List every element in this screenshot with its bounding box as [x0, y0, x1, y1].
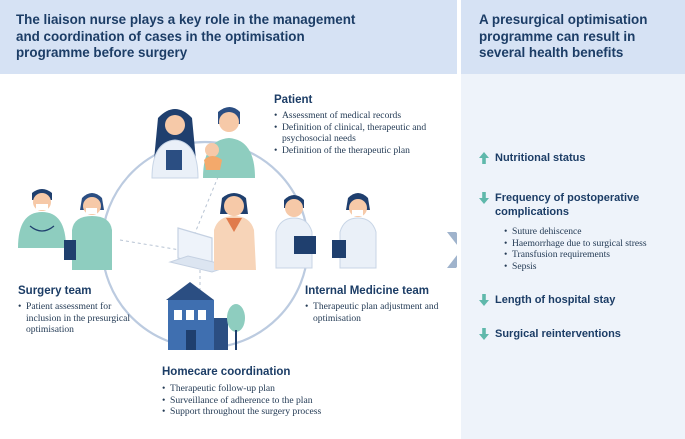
- homecare-list: Therapeutic follow-up plan Surveillance …: [162, 383, 362, 418]
- list-item: Haemorrhage due to surgical stress: [504, 238, 674, 250]
- arrow-down-icon: [479, 328, 489, 340]
- arrow-down-icon: [479, 294, 489, 306]
- benefit-postoperative-complications: Frequency of postoperative complications: [479, 191, 669, 219]
- arrow-down-icon: [479, 192, 489, 204]
- list-item: Support throughout the surgery process: [162, 406, 362, 418]
- list-item: Therapeutic plan adjustment and optimisa…: [305, 301, 445, 324]
- patient-list: Assessment of medical records Definition…: [274, 110, 439, 156]
- benefit-length-of-stay: Length of hospital stay: [479, 293, 669, 307]
- list-item: Definition of clinical, therapeutic and …: [274, 122, 439, 145]
- care-cycle-illustration: [18, 107, 457, 350]
- transition-arrow: [447, 232, 457, 268]
- list-item: Therapeutic follow-up plan: [162, 383, 362, 395]
- list-item: Sepsis: [504, 261, 674, 273]
- complications-list: Suture dehiscence Haemorrhage due to sur…: [504, 226, 674, 272]
- homecare-title: Homecare coordination: [162, 366, 291, 378]
- surgery-team-list: Patient assessment for inclusion in the …: [18, 301, 148, 336]
- surgery-team-title: Surgery team: [18, 285, 92, 297]
- list-item: Surveillance of adherence to the plan: [162, 395, 362, 407]
- list-item: Transfusion requirements: [504, 249, 674, 261]
- left-header-panel: [0, 0, 457, 74]
- list-item: Suture dehiscence: [504, 226, 674, 238]
- internal-medicine-title: Internal Medicine team: [305, 285, 429, 297]
- liaison-nurse-illustration: [214, 193, 256, 270]
- benefit-label: Surgical reinterventions: [495, 328, 621, 340]
- patient-group-illustration: [151, 107, 255, 179]
- benefit-label: Nutritional status: [495, 152, 586, 164]
- benefit-surgical-reinterventions: Surgical reinterventions: [479, 327, 669, 341]
- list-item: Patient assessment for inclusion in the …: [18, 301, 148, 336]
- internal-medicine-list: Therapeutic plan adjustment and optimisa…: [305, 301, 445, 324]
- list-item: Assessment of medical records: [274, 110, 439, 122]
- benefit-nutritional-status: Nutritional status: [479, 151, 669, 165]
- benefit-label: Frequency of postoperative complications: [495, 192, 640, 218]
- right-header-title: A presurgical optimisation programme can…: [479, 12, 648, 60]
- surgery-team-illustration: [18, 189, 112, 270]
- benefit-label: Length of hospital stay: [495, 294, 616, 306]
- internal-medicine-team-illustration: [275, 193, 377, 269]
- left-header-title: The liaison nurse plays a key role in th…: [16, 12, 356, 60]
- right-header-panel: [461, 0, 685, 74]
- homecare-house-illustration: [166, 282, 245, 350]
- list-item: Definition of the therapeutic plan: [274, 145, 439, 157]
- arrow-up-icon: [479, 152, 489, 164]
- patient-title: Patient: [274, 94, 313, 106]
